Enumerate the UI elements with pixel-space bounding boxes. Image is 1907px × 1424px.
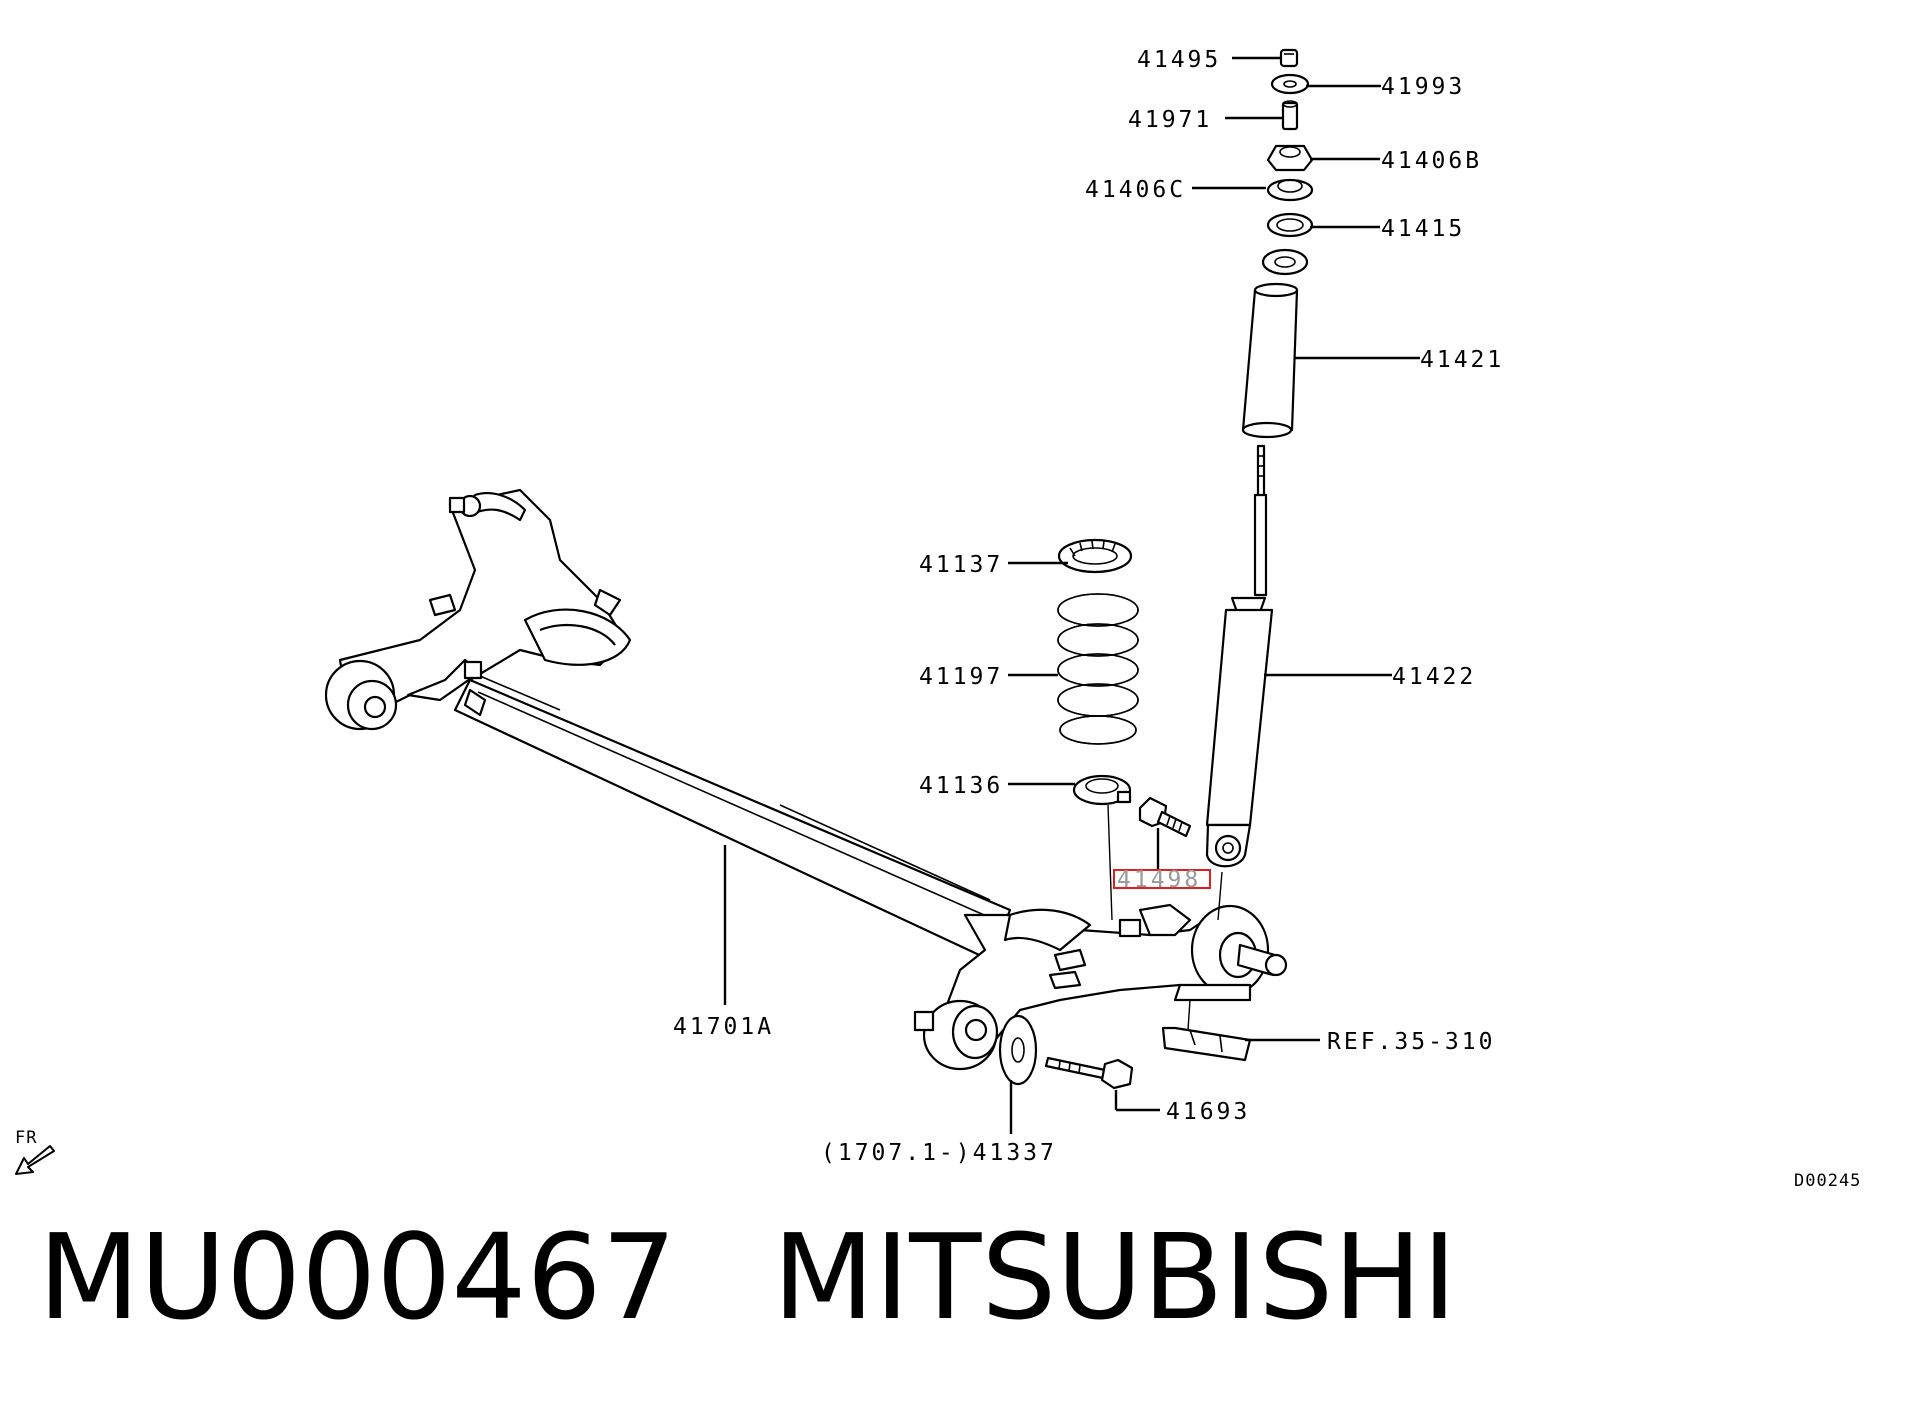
label-41136[interactable]: 41136 (919, 773, 1003, 799)
leader-lines (723, 56, 1420, 1134)
drawing-code: D00245 (1794, 1171, 1861, 1191)
spring-pad-41136 (1072, 774, 1132, 806)
label-41137[interactable]: 41137 (919, 552, 1003, 578)
label-41495[interactable]: 41495 (1137, 47, 1221, 73)
bracket-ref-35-310 (1161, 1026, 1252, 1062)
label-41993[interactable]: 41993 (1381, 74, 1465, 100)
label-41337[interactable]: (1707.1-)41337 (821, 1140, 1057, 1166)
label-41422[interactable]: 41422 (1392, 664, 1476, 690)
bushing-41406b (1266, 144, 1314, 172)
front-direction-marker: FR (15, 1128, 55, 1175)
dust-cover-41421 (1241, 248, 1309, 439)
label-41421[interactable]: 41421 (1420, 347, 1504, 373)
label-41406b[interactable]: 41406B (1381, 148, 1482, 174)
label-41498[interactable]: 41498 (1117, 867, 1201, 893)
brand-name: MITSUBISHI (772, 1208, 1457, 1346)
bolt-41498 (1138, 796, 1192, 838)
label-41197[interactable]: 41197 (919, 664, 1003, 690)
nut-41495 (1279, 48, 1299, 68)
label-41406c[interactable]: 41406C (1085, 177, 1186, 203)
label-41415[interactable]: 41415 (1381, 216, 1465, 242)
bumper-41415 (1266, 212, 1314, 238)
label-ref-35-310[interactable]: REF.35-310 (1327, 1029, 1495, 1055)
label-41701a[interactable]: 41701A (673, 1014, 774, 1040)
washer-41993 (1270, 73, 1310, 95)
label-41971[interactable]: 41971 (1128, 107, 1212, 133)
collar-41971 (1281, 100, 1299, 131)
washer-41337 (998, 1014, 1038, 1086)
spring-seat-41137 (1057, 538, 1133, 574)
label-41693[interactable]: 41693 (1166, 1099, 1250, 1125)
highlight-box (1113, 869, 1211, 889)
bolt-41693 (1044, 1056, 1134, 1090)
part-number: MU000467 (38, 1208, 677, 1346)
coil-spring-41197 (1057, 593, 1139, 745)
bushing-41406c (1266, 178, 1314, 202)
shock-absorber-41422 (1205, 444, 1274, 868)
rear-axle-beam-41701a (324, 488, 1288, 1071)
arrow-icon (15, 1145, 55, 1175)
front-label: FR (15, 1128, 37, 1148)
